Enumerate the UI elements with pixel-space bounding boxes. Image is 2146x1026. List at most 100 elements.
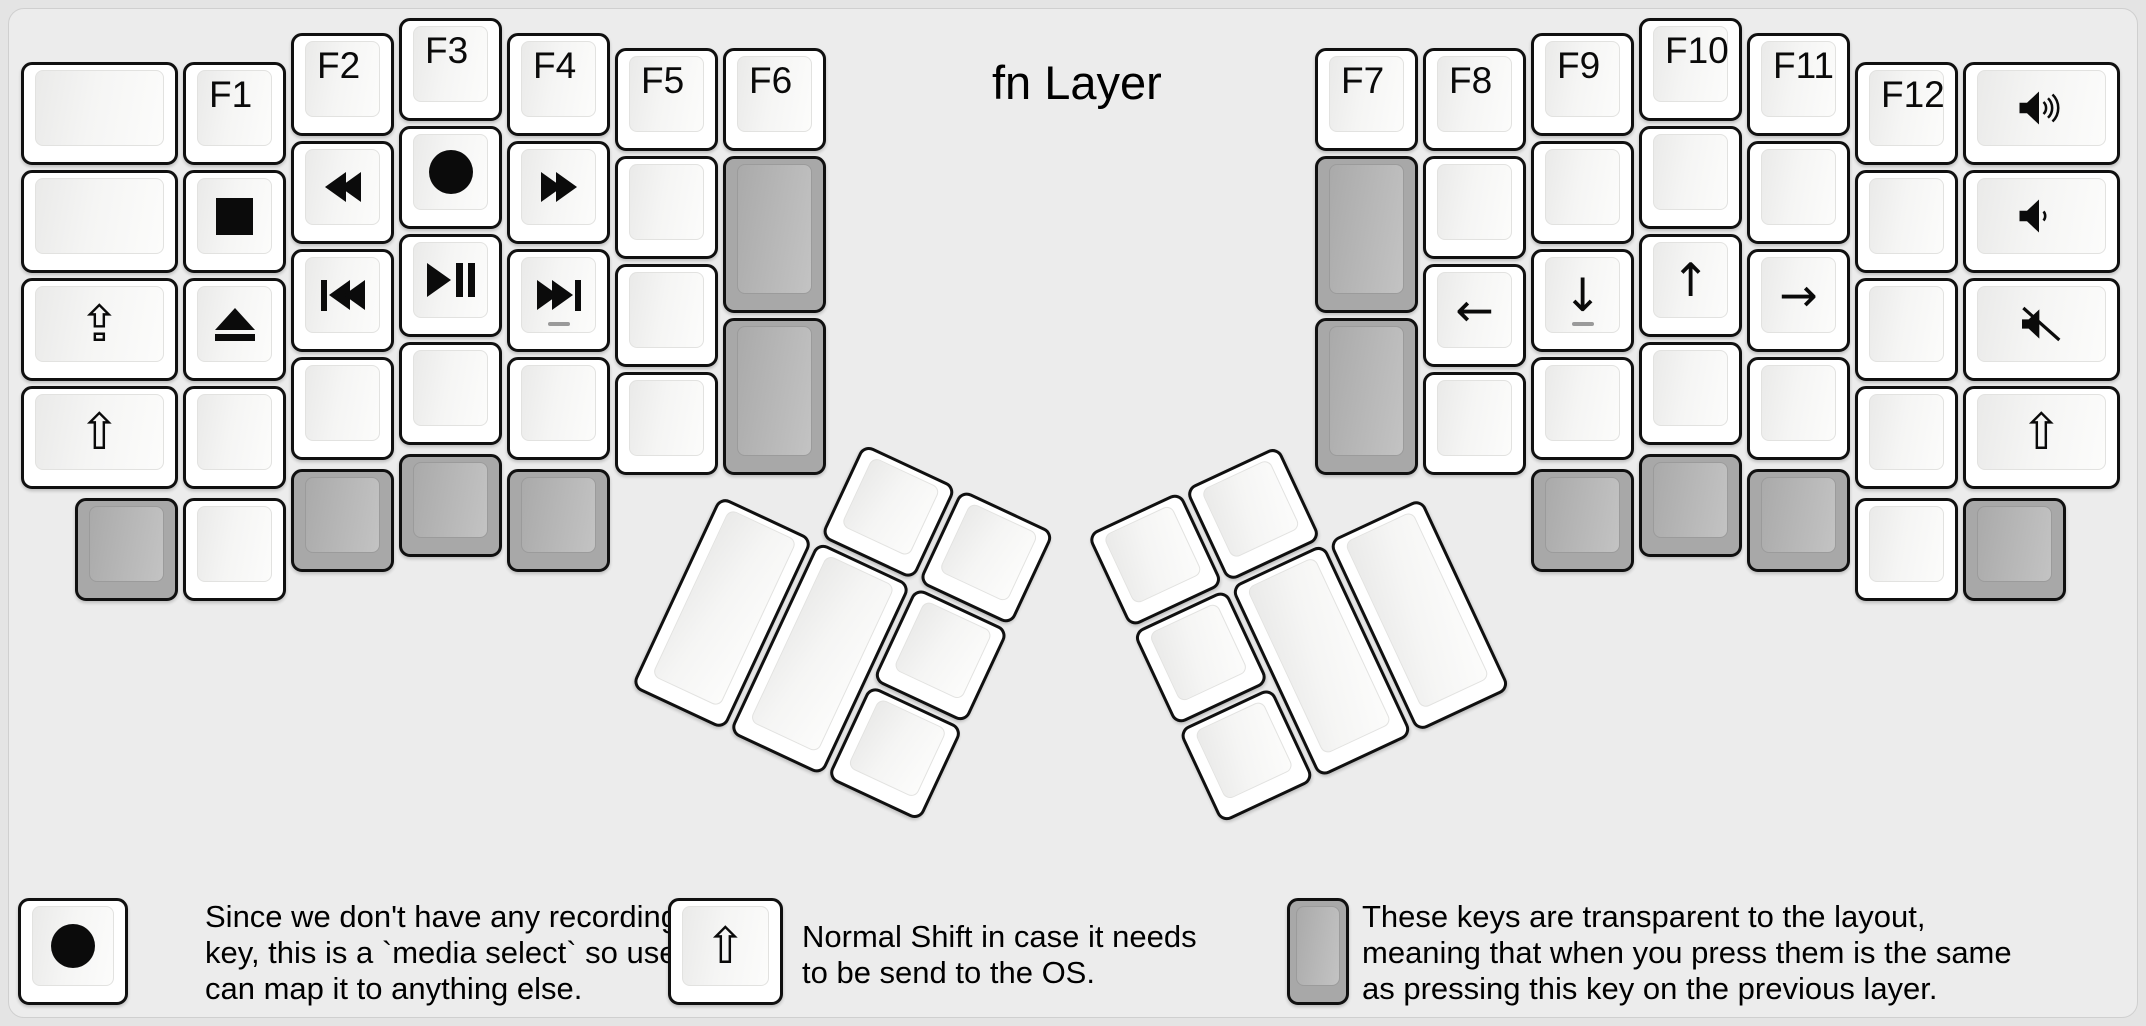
key-blank[interactable] <box>1747 141 1850 244</box>
key-blank[interactable] <box>615 264 718 367</box>
keycap-surface: F5 <box>629 56 704 132</box>
legend-text-normal-shift: Normal Shift in case it needs to be send… <box>802 919 1197 990</box>
key-blank[interactable] <box>1855 278 1958 381</box>
shift-icon: ⇧ <box>78 403 121 461</box>
key-blank[interactable] <box>1423 156 1526 259</box>
key-mute[interactable] <box>1963 278 2120 381</box>
keycap-surface <box>1653 350 1728 426</box>
keycap-surface <box>847 697 948 799</box>
key-blank[interactable] <box>1855 498 1958 601</box>
keycap-surface <box>521 365 596 441</box>
key-caps-lock[interactable]: ⇪ <box>21 278 178 381</box>
key-arrow-left[interactable]: ← <box>1423 264 1526 367</box>
key-blank[interactable] <box>507 357 610 460</box>
legend-record-key[interactable] <box>18 898 128 1005</box>
keycap-surface <box>629 164 704 240</box>
key-play-pause[interactable] <box>399 234 502 337</box>
keycap-surface <box>305 257 380 333</box>
arrow-right-icon: → <box>1779 268 1818 322</box>
keycap-surface: F10 <box>1653 26 1729 102</box>
key-transparent[interactable] <box>723 156 826 313</box>
key-label: F11 <box>1773 45 1835 86</box>
key-blank[interactable] <box>1747 357 1850 460</box>
keycap-surface: ⇪ <box>35 286 164 362</box>
key-transparent[interactable] <box>1315 156 1418 313</box>
keycap-surface <box>1296 906 1340 986</box>
keycap-surface <box>197 394 272 470</box>
legend-shift-key[interactable]: ⇧ <box>668 898 783 1005</box>
arrow-down-icon: ↓ <box>1563 268 1602 322</box>
keycap-surface <box>840 456 941 558</box>
key-volume-up[interactable] <box>1963 62 2120 165</box>
key-blank[interactable] <box>291 357 394 460</box>
key-f12[interactable]: F12 <box>1855 62 1958 165</box>
legend-transparent-key[interactable] <box>1287 898 1349 1005</box>
caps-lock-icon: ⇪ <box>78 295 121 353</box>
prev-track-icon <box>306 258 379 332</box>
arrow-left-icon: ← <box>1455 283 1494 337</box>
key-blank[interactable] <box>1423 372 1526 475</box>
keycap-surface <box>197 286 272 362</box>
key-f7[interactable]: F7 <box>1315 48 1418 151</box>
key-blank[interactable] <box>21 62 178 165</box>
key-f3[interactable]: F3 <box>399 18 502 121</box>
key-blank[interactable] <box>399 342 502 445</box>
key-blank[interactable] <box>1855 386 1958 489</box>
keycap-surface: F2 <box>305 41 380 117</box>
keycap-surface: F6 <box>737 56 812 132</box>
key-fast-forward[interactable] <box>507 141 610 244</box>
legend-text-media-select: Since we don't have any recording key, t… <box>205 899 687 1006</box>
key-shift[interactable]: ⇧ <box>1963 386 2120 489</box>
key-blank[interactable] <box>1855 170 1958 273</box>
key-blank[interactable] <box>21 170 178 273</box>
key-media-select[interactable] <box>399 126 502 229</box>
key-arrow-up[interactable]: ↑ <box>1639 234 1742 337</box>
key-blank[interactable] <box>183 498 286 601</box>
keycap-surface <box>89 506 164 582</box>
key-label: F7 <box>1341 60 1385 101</box>
key-f4[interactable]: F4 <box>507 33 610 136</box>
key-transparent[interactable] <box>1315 318 1418 475</box>
keycap-surface <box>1545 149 1620 225</box>
key-next-track[interactable] <box>507 249 610 352</box>
key-f2[interactable]: F2 <box>291 33 394 136</box>
key-f8[interactable]: F8 <box>1423 48 1526 151</box>
key-transparent[interactable] <box>507 469 610 572</box>
key-transparent[interactable] <box>1531 469 1634 572</box>
key-eject[interactable] <box>183 278 286 381</box>
keycap-surface <box>521 149 596 225</box>
key-blank[interactable] <box>1639 342 1742 445</box>
key-shift[interactable]: ⇧ <box>21 386 178 489</box>
key-blank[interactable] <box>615 372 718 475</box>
key-f9[interactable]: F9 <box>1531 33 1634 136</box>
key-arrow-down[interactable]: ↓ <box>1531 249 1634 352</box>
key-label: F2 <box>317 45 361 86</box>
key-blank[interactable] <box>615 156 718 259</box>
key-blank[interactable] <box>183 386 286 489</box>
key-f5[interactable]: F5 <box>615 48 718 151</box>
key-volume-down[interactable] <box>1963 170 2120 273</box>
key-transparent[interactable] <box>75 498 178 601</box>
key-stop[interactable] <box>183 170 286 273</box>
key-rewind[interactable] <box>291 141 394 244</box>
key-blank[interactable] <box>1639 126 1742 229</box>
layer-title: fn Layer <box>992 56 1162 109</box>
key-transparent[interactable] <box>399 454 502 557</box>
key-blank[interactable] <box>1531 141 1634 244</box>
shift-icon: ⇧ <box>2020 403 2063 461</box>
keycap-surface <box>1200 458 1301 560</box>
key-transparent[interactable] <box>291 469 394 572</box>
key-transparent[interactable] <box>1639 454 1742 557</box>
key-f1[interactable]: F1 <box>183 62 286 165</box>
key-f6[interactable]: F6 <box>723 48 826 151</box>
key-blank[interactable] <box>1531 357 1634 460</box>
homing-bar <box>1571 322 1594 326</box>
key-transparent[interactable] <box>723 318 826 475</box>
key-arrow-right[interactable]: → <box>1747 249 1850 352</box>
eject-icon <box>198 287 271 361</box>
key-f11[interactable]: F11 <box>1747 33 1850 136</box>
key-transparent[interactable] <box>1963 498 2066 601</box>
key-f10[interactable]: F10 <box>1639 18 1742 121</box>
key-transparent[interactable] <box>1747 469 1850 572</box>
key-prev-track[interactable] <box>291 249 394 352</box>
